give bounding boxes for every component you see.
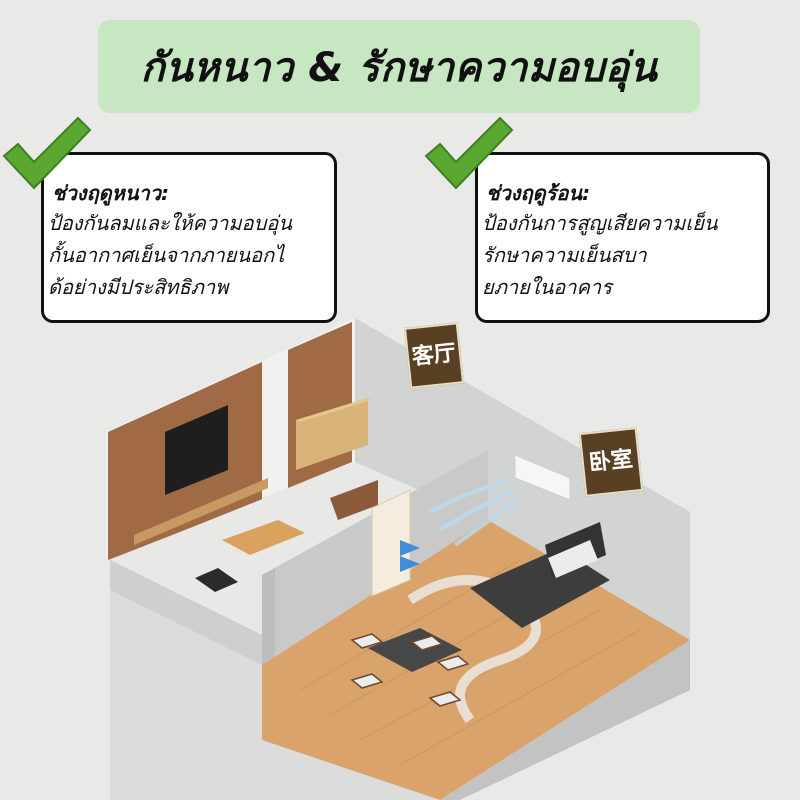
summer-line-1: ป้องกันการสูญเสียความเย็น bbox=[482, 211, 718, 235]
winter-info-card: ช่วงฤดูหนาว: ป้องกันลมและให้ความอบอุ่น ก… bbox=[41, 152, 337, 323]
summer-line-3: ยภายในอาคาร bbox=[482, 275, 612, 299]
winter-line-3: ด้อย่างมีประสิทธิภาพ bbox=[48, 275, 229, 299]
airflow-icon bbox=[429, 478, 520, 547]
title-banner: กันหนาว & รักษาความอบอุ่น bbox=[98, 20, 700, 113]
bedroom-sign: 卧室 bbox=[578, 427, 644, 497]
summer-heading: ช่วงฤดูร้อน: bbox=[486, 181, 591, 205]
checkmark-icon bbox=[424, 116, 514, 190]
air-conditioner-icon bbox=[514, 454, 571, 501]
tv-icon bbox=[165, 405, 228, 495]
checkmark-icon bbox=[2, 116, 92, 190]
winter-line-2: กั้นอากาศเย็นจากภายนอกไ bbox=[48, 243, 285, 267]
room-illustration bbox=[106, 318, 690, 800]
summer-info-card: ช่วงฤดูร้อน: ป้องกันการสูญเสียความเย็น ร… bbox=[475, 152, 770, 323]
dining-table-icon bbox=[368, 628, 462, 672]
living-room-sign: 客厅 bbox=[403, 322, 465, 389]
winter-line-1: ป้องกันลมและให้ความอบอุ่น bbox=[48, 211, 292, 235]
banner-title: กันหนาว & รักษาความอบอุ่น bbox=[140, 44, 658, 91]
arrow-icon bbox=[400, 540, 420, 572]
summer-line-2: รักษาความเย็นสบา bbox=[482, 243, 647, 267]
winter-heading: ช่วงฤดูหนาว: bbox=[52, 181, 169, 205]
